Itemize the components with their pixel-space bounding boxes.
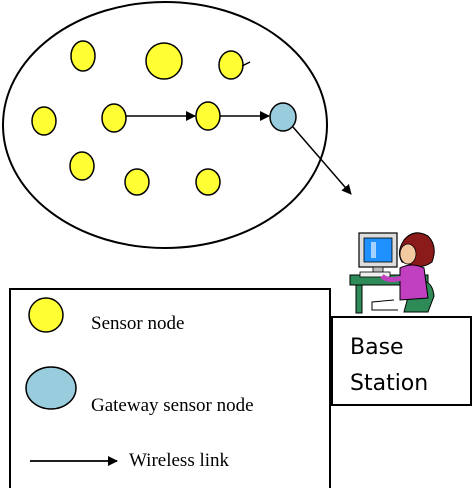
base-station-label: Base Station (350, 330, 460, 402)
legend-sensor-label: Sensor node (91, 313, 185, 334)
base-station-line1: Base (350, 335, 404, 360)
sensor-node (218, 50, 244, 80)
sensor-node (70, 40, 96, 72)
sensor-node (124, 168, 150, 196)
sensor-node (101, 103, 127, 133)
base-station-line2: Station (350, 371, 429, 396)
sensor-node (31, 106, 57, 136)
sensor-node (145, 42, 183, 80)
sensor-node (69, 151, 95, 181)
legend-sensor-node-symbol (28, 297, 64, 333)
legend-gateway-label: Gateway sensor node (91, 395, 254, 416)
computer-operator-icon (349, 232, 435, 314)
legend-box (9, 288, 331, 488)
sensor-node (195, 101, 221, 131)
base-station-box (331, 316, 472, 406)
gateway-node (269, 102, 297, 132)
legend-link-label: Wireless link (129, 450, 230, 471)
sensor-node (195, 168, 221, 196)
wireless-link-arrow (292, 126, 352, 195)
legend-gateway-node-symbol (25, 366, 77, 410)
